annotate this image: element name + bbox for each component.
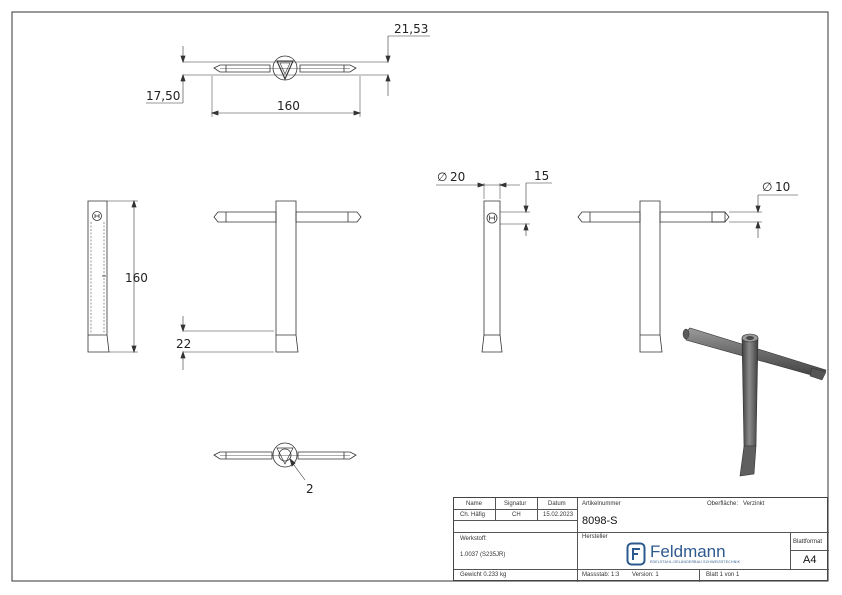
blatt: Blatt 1 von 1: [706, 572, 740, 578]
detail-side-view: [436, 182, 552, 353]
title-block: Name Signatur Datum Ch. Häfig CH 15.02.2…: [453, 497, 829, 582]
artikelnummer-label: Artikelnummer: [582, 501, 621, 507]
gewicht: Gewicht 0.233 kg: [460, 572, 507, 578]
feldmann-logo: Feldmann EDELSTAHL-GELÄNDERBAU SCHWEISST…: [626, 542, 740, 566]
sheet-border: [11, 11, 829, 582]
dim-160-side: 160: [125, 271, 148, 285]
left-side-view: [87, 199, 138, 354]
dim-dia10-symbol: ∅: [762, 180, 772, 194]
dim-2: 2: [306, 482, 314, 496]
bottom-view: [213, 442, 357, 481]
version: Version: 1: [632, 572, 659, 578]
name-value: Ch. Häfig: [460, 512, 486, 518]
dim-dia20-symbol: ∅: [437, 170, 447, 184]
feldmann-f-icon: [626, 542, 646, 566]
isometric-render: [682, 327, 827, 477]
back-view: [577, 194, 798, 353]
brand-name: Feldmann: [650, 542, 726, 561]
front-view: [180, 200, 362, 370]
dim-15: 15: [534, 169, 549, 183]
top-view: [146, 35, 430, 117]
oberflaeche-value: Verzinkt: [743, 501, 765, 507]
datum-label: Datum: [548, 501, 566, 507]
massstab: Massstab: 1:3: [582, 572, 620, 578]
blattformat-value: A4: [803, 554, 817, 566]
signatur-value: CH: [512, 512, 521, 518]
dim-dia20: 20: [450, 170, 465, 184]
dim-160-top: 160: [277, 99, 300, 113]
brand-tagline: EDELSTAHL-GELÄNDERBAU SCHWEISSTECHNIK: [650, 560, 741, 564]
oberflaeche-label: Oberfläche:: [707, 501, 739, 507]
dim-21-53: 21,53: [394, 22, 428, 36]
artikelnummer-value: 8098-S: [582, 515, 618, 527]
name-label: Name: [466, 501, 483, 507]
dim-17-50: 17,50: [146, 89, 180, 103]
werkstoff-label: Werkstoff:: [460, 536, 487, 542]
dim-dia10: 10: [775, 180, 790, 194]
werkstoff-value: 1.0037 (S235JR): [460, 552, 506, 558]
dim-22: 22: [176, 337, 191, 351]
blattformat-label: Blattformat: [793, 539, 823, 545]
signatur-label: Signatur: [504, 501, 527, 507]
datum-value: 15.02.2023: [543, 512, 574, 518]
hersteller-label: Hersteller: [582, 534, 608, 540]
